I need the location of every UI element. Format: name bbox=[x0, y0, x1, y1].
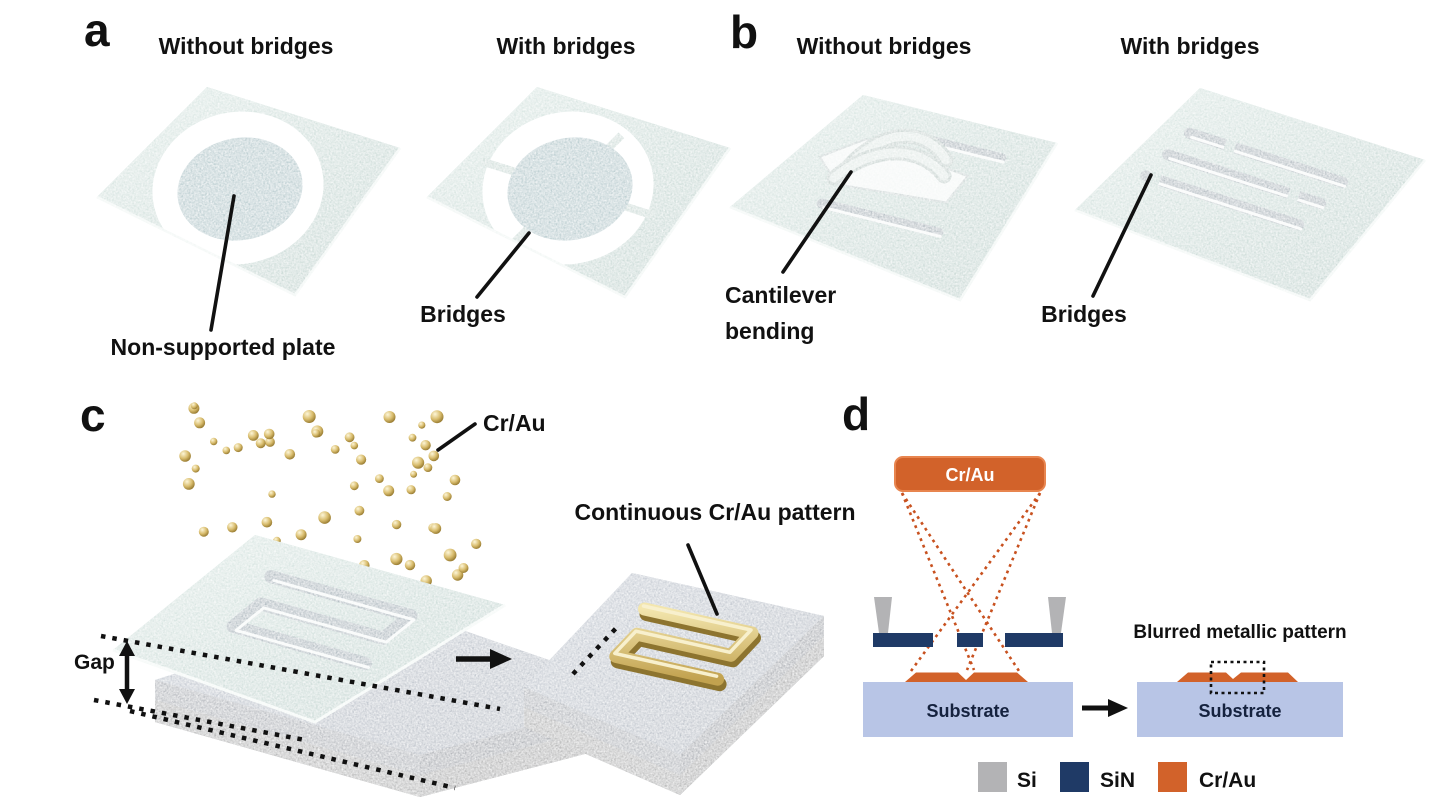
dotted-line-slab-edge bbox=[129, 708, 456, 791]
gap-dotted-line-substrate bbox=[93, 697, 306, 743]
crau-source-label: Cr/Au bbox=[946, 465, 995, 485]
legend-swatch-crau bbox=[1158, 762, 1187, 792]
panel-d-letter: d bbox=[842, 388, 870, 440]
panel-b-right-title: With bridges bbox=[1120, 33, 1259, 59]
gold-crau-pattern bbox=[609, 602, 761, 692]
panel-a: a Without bridges With bridges Non-suppo… bbox=[84, 4, 732, 360]
pointer-line-cantilever bbox=[781, 170, 853, 274]
pointer-line-continuous-pattern bbox=[686, 543, 719, 616]
crau-source-bar bbox=[894, 456, 1046, 492]
continuous-pattern-label: Continuous Cr/Au pattern bbox=[574, 499, 855, 525]
panel-b-left-title: Without bridges bbox=[797, 33, 972, 59]
panel-a-right-annotation: Bridges bbox=[420, 301, 506, 327]
legend: Si SiN Cr/Au bbox=[978, 762, 1256, 792]
panel-b-left-annotation-line2: bending bbox=[725, 318, 814, 344]
panel-b-right-annotation: Bridges bbox=[1041, 301, 1127, 327]
pointer-line-crau-particles bbox=[436, 422, 477, 452]
result-slab bbox=[524, 573, 824, 795]
gap-label: Gap bbox=[74, 651, 115, 674]
pointer-line-non-supported-plate bbox=[209, 194, 236, 332]
blurred-region-dotted-box bbox=[1209, 660, 1266, 695]
pointer-line-bridges-a bbox=[475, 231, 531, 299]
panel-a-right-title: With bridges bbox=[496, 33, 635, 59]
si-supports bbox=[874, 597, 1066, 633]
legend-label-crau: Cr/Au bbox=[1199, 769, 1256, 792]
deposit-right bbox=[1177, 672, 1298, 682]
panel-a-letter: a bbox=[84, 4, 110, 56]
crau-deposits bbox=[905, 672, 1298, 682]
legend-label-si: Si bbox=[1017, 769, 1037, 792]
stencil-plate-a-left bbox=[96, 87, 402, 297]
legend-swatch-si bbox=[978, 762, 1007, 792]
stencil-plate-b-left bbox=[729, 95, 1059, 302]
panel-a-left-annotation: Non-supported plate bbox=[111, 334, 336, 360]
legend-swatch-sin bbox=[1060, 762, 1089, 792]
stencil-plate-c bbox=[112, 535, 506, 724]
pointer-line-bridges-b bbox=[1091, 173, 1153, 298]
panel-c-letter: c bbox=[80, 389, 106, 441]
substrate-right-label: Substrate bbox=[1198, 701, 1281, 721]
crau-particles-label: Cr/Au bbox=[483, 410, 546, 436]
panel-d: d Cr/Au Substrate bbox=[842, 388, 1347, 792]
non-supported-plate-disc bbox=[177, 137, 303, 241]
legend-label-sin: SiN bbox=[1100, 769, 1135, 792]
substrate-left-label: Substrate bbox=[926, 701, 1009, 721]
panel-c: c Cr/Au Gap bbox=[74, 389, 856, 797]
stencil-plate-b-right bbox=[1074, 88, 1426, 302]
deposit-left bbox=[905, 672, 1028, 682]
sin-membrane bbox=[873, 633, 1063, 647]
panel-b-left-annotation-line1: Cantilever bbox=[725, 282, 836, 308]
stencil-plate-a-right bbox=[426, 87, 732, 299]
blurred-pattern-label: Blurred metallic pattern bbox=[1133, 622, 1346, 643]
panel-b: b Without bridges With bridges Cantileve… bbox=[725, 6, 1426, 344]
process-arrow-d bbox=[1082, 699, 1128, 717]
substrate-left bbox=[863, 682, 1073, 737]
panel-b-letter: b bbox=[730, 6, 758, 58]
panel-a-left-title: Without bridges bbox=[159, 33, 334, 59]
process-arrow-c bbox=[456, 649, 512, 669]
gap-arrow bbox=[119, 641, 135, 704]
substrate-right bbox=[1137, 682, 1343, 737]
